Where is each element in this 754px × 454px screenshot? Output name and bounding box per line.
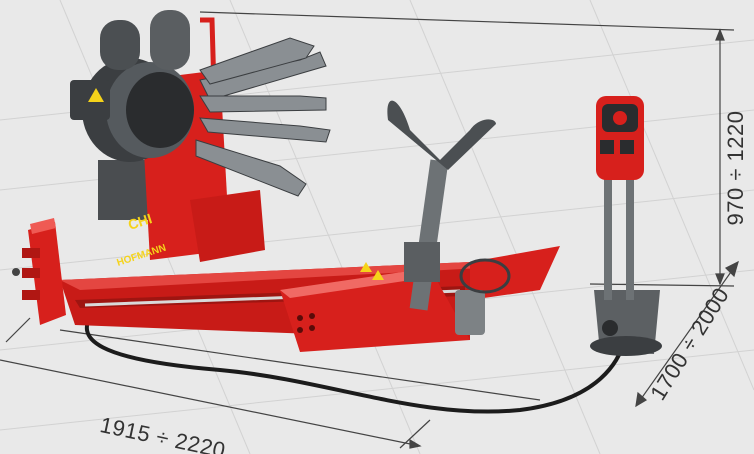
chuck-arms [195, 37, 331, 197]
tyre-changer-head: CHI HOFMANN [70, 10, 265, 269]
bead-tool-arm [387, 100, 511, 335]
triangle-warning-icon [372, 270, 384, 280]
logo-fragment: CHI [126, 210, 154, 233]
triangle-warning-icon [88, 88, 104, 102]
control-cable [84, 308, 627, 414]
height-dimension-label: 970 ÷ 1220 [723, 110, 748, 226]
left-end-bracket [12, 218, 66, 325]
control-pedestal [590, 96, 662, 356]
triangle-warning-icon [360, 262, 372, 272]
dimension-lines [0, 11, 739, 449]
